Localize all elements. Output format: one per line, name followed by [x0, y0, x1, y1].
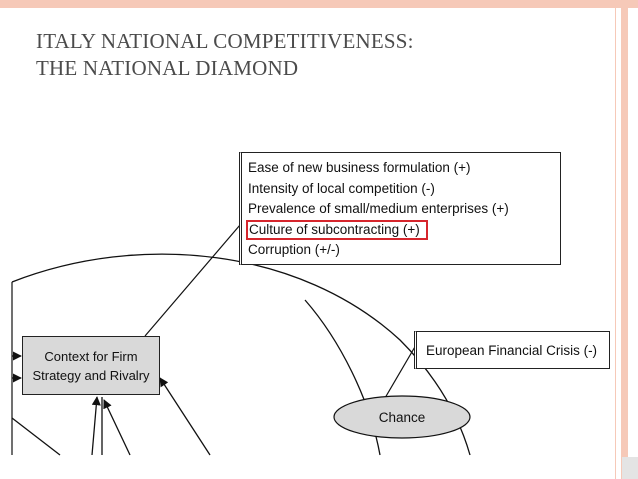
slide-corner-block — [622, 457, 638, 479]
factor-item: Ease of new business formulation (+) — [248, 160, 471, 175]
slide-title: ITALY NATIONAL COMPETITIVENESS: THE NATI… — [36, 28, 556, 82]
arrow-from-right — [159, 377, 211, 456]
context-node-line-1: Context for Firm — [44, 348, 138, 364]
factors-callout-line — [144, 224, 241, 337]
external-factor-box: European Financial Crisis (-) — [414, 331, 610, 369]
context-node: Context for Firm Strategy and Rivalry — [22, 336, 160, 395]
factor-item-highlighted: Culture of subcontracting (+) — [246, 219, 428, 240]
factor-item: Prevalence of small/medium enterprises (… — [248, 201, 509, 216]
slide-title-line-2: THE NATIONAL DIAMOND — [36, 56, 299, 80]
arrow-diagonal-far-left — [11, 417, 61, 456]
chance-node-label: Chance — [378, 409, 426, 425]
factor-item: Corruption (+/-) — [248, 242, 340, 257]
external-factor-label: European Financial Crisis (-) — [426, 342, 598, 358]
factor-item: Intensity of local competition (-) — [248, 180, 435, 196]
slide-right-border — [621, 0, 628, 479]
slide-right-border-line — [615, 0, 616, 479]
arrow-from-below-1 — [91, 396, 101, 456]
slide-top-border — [0, 0, 638, 8]
context-node-line-2: Strategy and Rivalry — [32, 367, 150, 383]
arrow-from-below-3 — [103, 399, 131, 456]
factors-box: Ease of new business formulation (+) Int… — [239, 152, 561, 265]
chance-ellipse — [333, 395, 471, 439]
slide-title-line-1: ITALY NATIONAL COMPETITIVENESS: — [36, 29, 414, 53]
crisis-callout-line — [384, 344, 417, 399]
